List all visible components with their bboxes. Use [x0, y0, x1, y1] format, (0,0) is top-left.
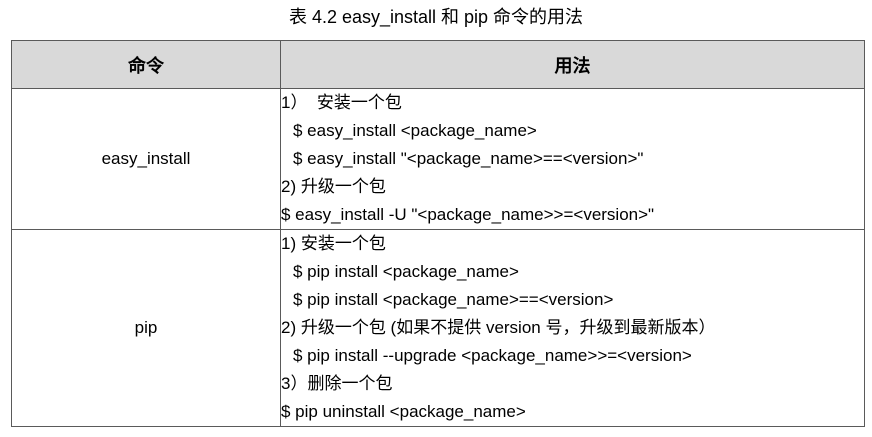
- header-usage: 用法: [280, 40, 865, 89]
- command-cell: easy_install: [11, 88, 281, 230]
- usage-table: 命令 用法 easy_install 1） 安装一个包 $ easy_insta…: [11, 40, 865, 427]
- usage-line: $ pip install <package_name>: [293, 262, 519, 281]
- table-row: easy_install 1） 安装一个包 $ easy_install <pa…: [11, 88, 865, 230]
- usage-cell: 1） 安装一个包 $ easy_install <package_name> $…: [280, 88, 865, 230]
- table-row: pip 1) 安装一个包 $ pip install <package_name…: [11, 229, 865, 427]
- usage-line: $ pip install <package_name>==<version>: [293, 290, 614, 309]
- command-cell: pip: [11, 229, 281, 427]
- usage-line: $ pip install --upgrade <package_name>>=…: [293, 346, 692, 365]
- usage-line: 1) 安装一个包: [281, 234, 386, 253]
- usage-line: $ easy_install -U "<package_name>>=<vers…: [281, 205, 655, 224]
- table-caption: 表 4.2 easy_install 和 pip 命令的用法: [288, 7, 584, 27]
- usage-cell: 1) 安装一个包 $ pip install <package_name> $ …: [280, 229, 865, 427]
- usage-line: 2) 升级一个包: [281, 177, 386, 196]
- header-command: 命令: [11, 40, 281, 89]
- usage-line: $ easy_install <package_name>: [293, 121, 537, 140]
- usage-line: 1） 安装一个包: [281, 93, 402, 112]
- usage-line: $ easy_install "<package_name>==<version…: [293, 149, 644, 168]
- table-header-row: 命令 用法: [11, 40, 865, 89]
- usage-line: 2) 升级一个包 (如果不提供 version 号，升级到最新版本）: [281, 318, 716, 337]
- usage-line: $ pip uninstall <package_name>: [281, 402, 526, 421]
- usage-line: 3）删除一个包: [281, 374, 393, 393]
